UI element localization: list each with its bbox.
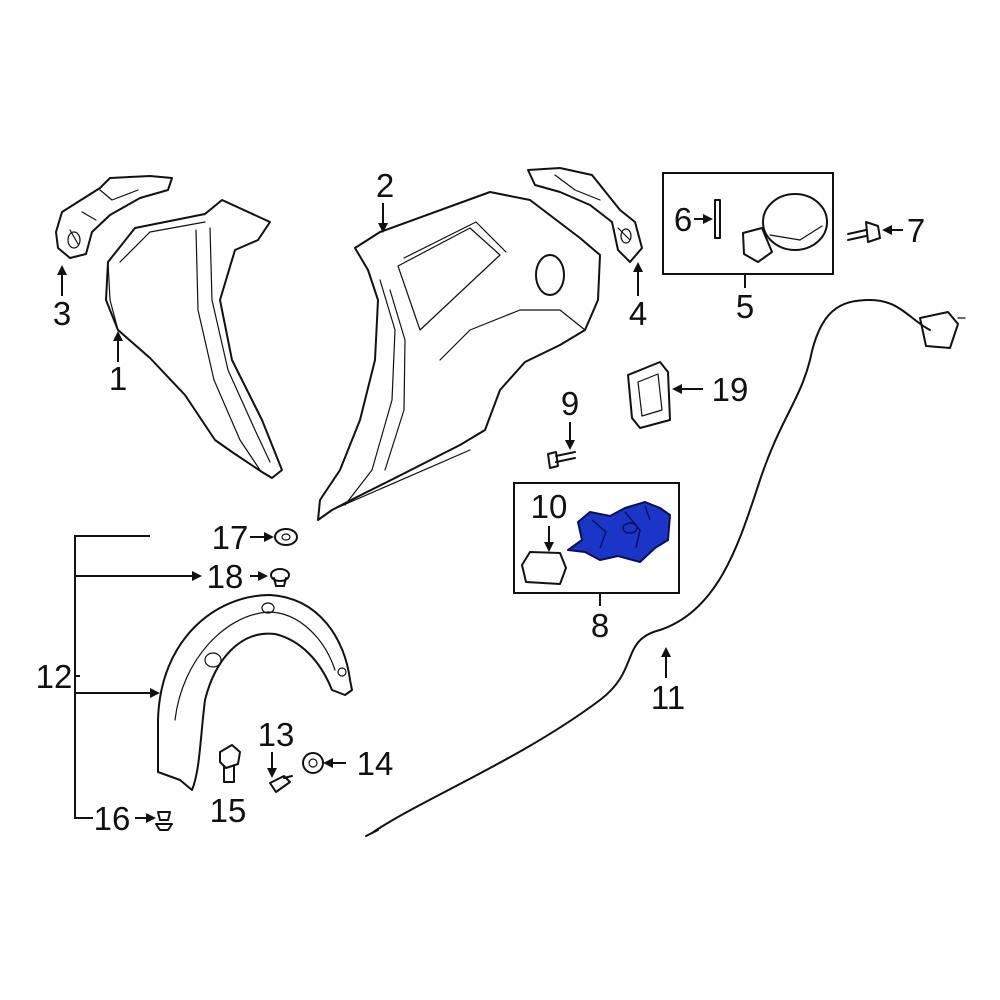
actuator-cap[interactable] [521,551,567,585]
callout-2: 2 [376,167,394,233]
callout-16: 16 [94,800,156,837]
washer-17[interactable] [274,528,298,546]
screw-13[interactable] [269,775,293,793]
inner-quarter-panel[interactable] [105,199,283,479]
callout-6: 6 [674,201,713,238]
svg-text:13: 13 [258,716,295,753]
svg-text:11: 11 [651,679,685,716]
fuel-housing-19[interactable] [627,361,671,429]
svg-text:15: 15 [210,792,247,829]
actuator-box: 10 [513,482,680,594]
fuel-door-actuator[interactable] [567,501,671,563]
callout-8: 8 [591,593,609,644]
callout-5: 5 [736,274,754,325]
svg-text:9: 9 [561,385,579,422]
wheel-liner[interactable] [157,594,353,791]
release-cable[interactable] [365,299,966,837]
svg-text:7: 7 [907,212,925,249]
callout-7: 7 [882,212,925,249]
svg-text:4: 4 [629,295,647,332]
callout-3: 3 [53,265,71,332]
callout-10: 10 [531,488,568,552]
fuel-door[interactable] [742,193,828,263]
callout-15: 15 [210,792,247,829]
nut-15[interactable] [219,744,241,783]
svg-text:10: 10 [531,488,568,525]
svg-text:14: 14 [357,745,394,782]
svg-text:1: 1 [109,360,127,397]
callout-17: 17 [212,519,274,556]
svg-text:16: 16 [94,800,131,837]
screw-7[interactable] [847,221,881,243]
callout-9: 9 [561,385,579,450]
bracket-12: 12 [36,535,202,819]
svg-text:19: 19 [712,371,749,408]
svg-text:18: 18 [207,558,244,595]
quarter-panel[interactable] [317,191,601,521]
callout-11: 11 [651,647,685,716]
callout-18: 18 [207,558,268,595]
grommet-14[interactable] [302,752,324,774]
svg-text:12: 12 [36,658,73,695]
svg-text:2: 2 [376,167,394,204]
fuel-door-box: 6 [662,172,834,275]
push-pin-16[interactable] [155,811,173,831]
svg-text:6: 6 [674,201,692,238]
svg-text:5: 5 [736,288,754,325]
callout-13: 13 [258,716,295,778]
clip-18[interactable] [270,568,290,587]
wheelhouse-bracket-left[interactable] [55,175,173,259]
svg-text:3: 3 [53,295,71,332]
svg-text:17: 17 [212,519,249,556]
svg-text:8: 8 [591,607,609,644]
seal-strip[interactable] [714,199,721,239]
callout-14: 14 [323,745,394,782]
bolt-9[interactable] [547,451,576,469]
callout-4: 4 [629,262,647,332]
callout-1: 1 [109,331,127,397]
callout-19: 19 [672,371,749,408]
wheelhouse-bracket-right[interactable] [527,167,643,263]
